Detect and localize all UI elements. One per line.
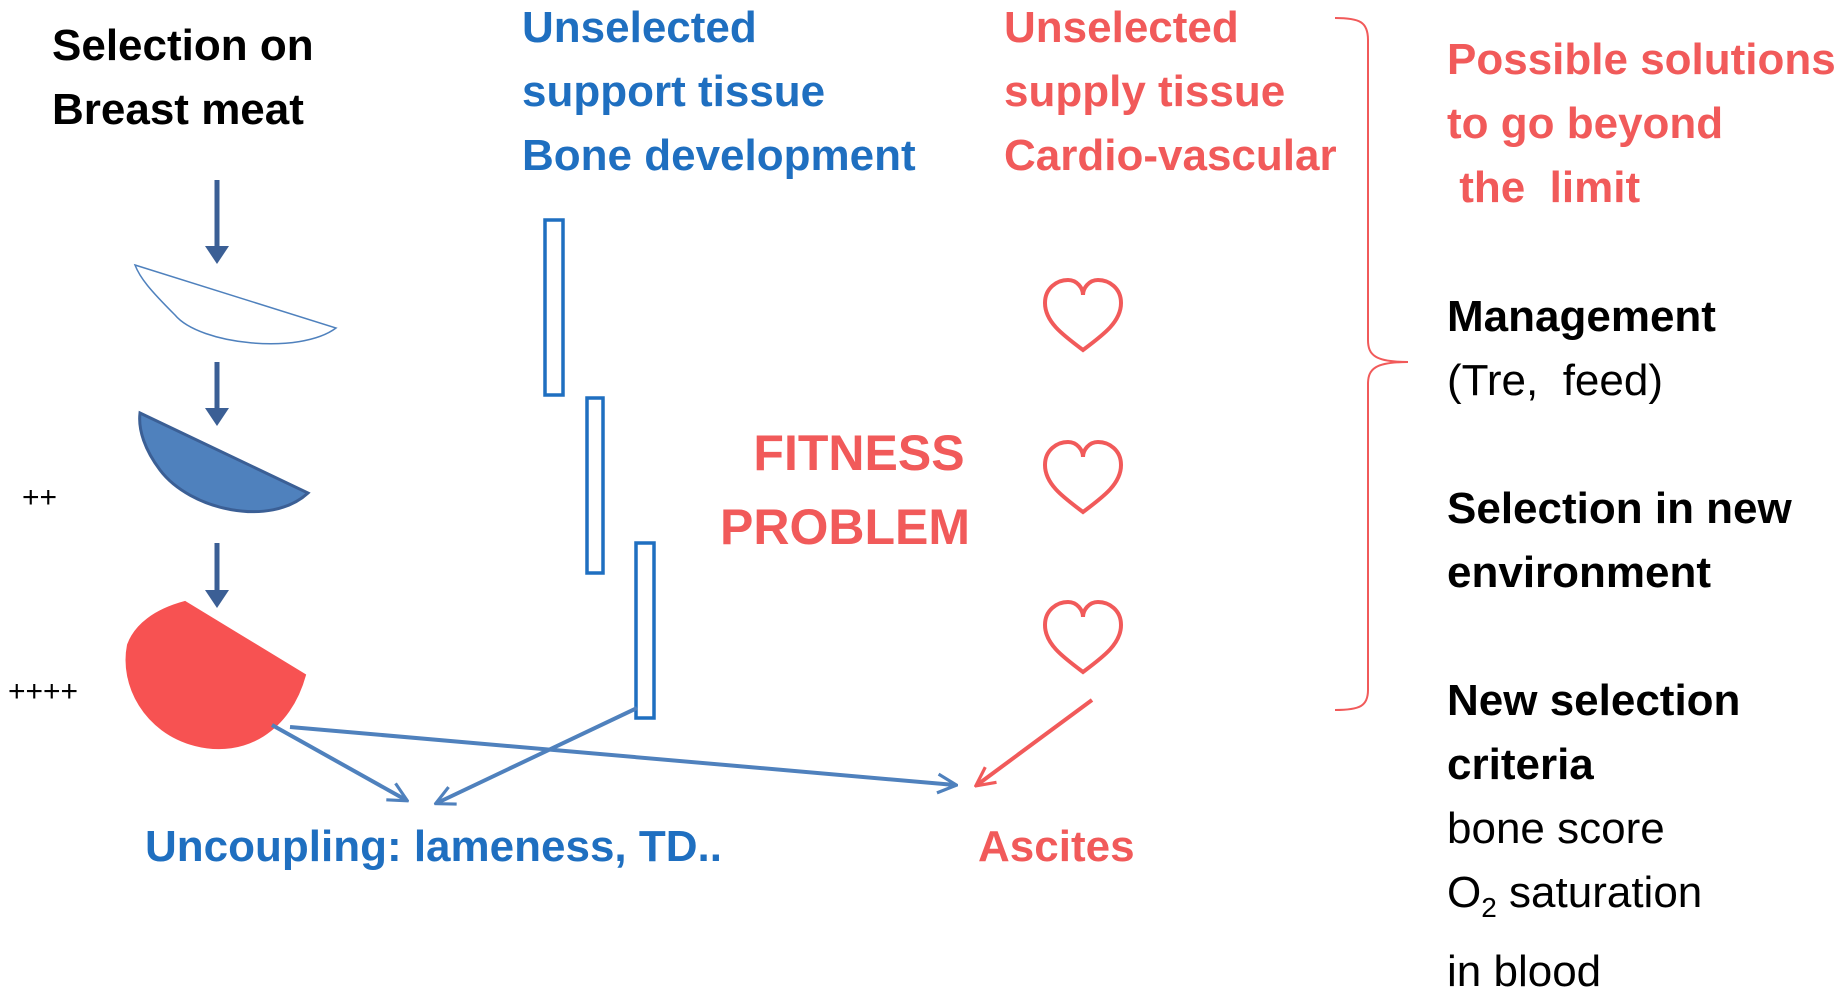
new-criteria-block: New selection criteria bone score O2 sat… <box>1447 669 1740 1004</box>
supply-heading-line2: supply tissue <box>1004 60 1337 124</box>
supply-heading-line1: Unselected <box>1004 0 1337 60</box>
arrow-heart-to-ascites <box>977 700 1092 785</box>
fitness-problem-line1: FITNESS <box>720 416 970 490</box>
down-arrow-icon <box>205 543 229 608</box>
fitness-problem-line2: PROBLEM <box>720 490 970 564</box>
down-arrow-icon <box>205 362 229 426</box>
management-title: Management <box>1447 285 1716 349</box>
selection-new-block: Selection in new environment <box>1447 477 1792 605</box>
supply-heading-line3: Cardio-vascular <box>1004 124 1337 188</box>
fitness-problem-label: FITNESS PROBLEM <box>720 416 970 564</box>
selection-heading: Selection on Breast meat <box>52 14 314 142</box>
support-heading-line2: support tissue <box>522 60 916 124</box>
marker-plus2: ++ <box>22 480 57 516</box>
heart-icon <box>1045 280 1121 350</box>
criteria-item-bone-score: bone score <box>1447 797 1740 861</box>
supply-heading: Unselected supply tissue Cardio-vascular <box>1004 0 1337 188</box>
uncoupling-label: Uncoupling: lameness, TD.. <box>145 815 722 879</box>
solutions-heading-line: the limit <box>1447 156 1836 220</box>
breast-shape-medium <box>140 413 308 512</box>
criteria-item-in-blood: in blood <box>1447 940 1740 1004</box>
o2-saturation-text: saturation <box>1509 868 1702 917</box>
selection-new-line: environment <box>1447 541 1792 605</box>
selection-heading-line2: Breast meat <box>52 78 314 142</box>
o2-subscript: 2 <box>1481 892 1497 923</box>
selection-new-line: Selection in new <box>1447 477 1792 541</box>
new-criteria-title: New selection <box>1447 669 1740 733</box>
breast-shape-small <box>135 265 336 344</box>
arrow-meat-to-ascites <box>290 727 955 785</box>
management-block: Management (Tre, feed) <box>1447 285 1716 413</box>
solutions-heading-line: Possible solutions <box>1447 28 1836 92</box>
heart-icon <box>1045 602 1121 672</box>
o2-symbol: O <box>1447 868 1481 917</box>
bone-bar <box>636 543 654 718</box>
support-heading-line1: Unselected <box>522 0 916 60</box>
ascites-label: Ascites <box>978 815 1135 879</box>
down-arrow-icon <box>205 180 229 264</box>
solutions-heading: Possible solutions to go beyond the limi… <box>1447 28 1836 220</box>
bone-bar <box>545 220 563 395</box>
management-detail: (Tre, feed) <box>1447 349 1716 413</box>
criteria-item-o2-saturation: O2 saturation <box>1447 861 1740 940</box>
solutions-heading-line: to go beyond <box>1447 92 1836 156</box>
support-heading-line3: Bone development <box>522 124 916 188</box>
bone-bar <box>587 398 603 573</box>
selection-heading-line1: Selection on <box>52 14 314 78</box>
marker-plus4: ++++ <box>8 674 78 710</box>
heart-icon <box>1045 442 1121 512</box>
support-heading: Unselected support tissue Bone developme… <box>522 0 916 188</box>
brace-icon <box>1335 18 1408 710</box>
new-criteria-title: criteria <box>1447 733 1740 797</box>
